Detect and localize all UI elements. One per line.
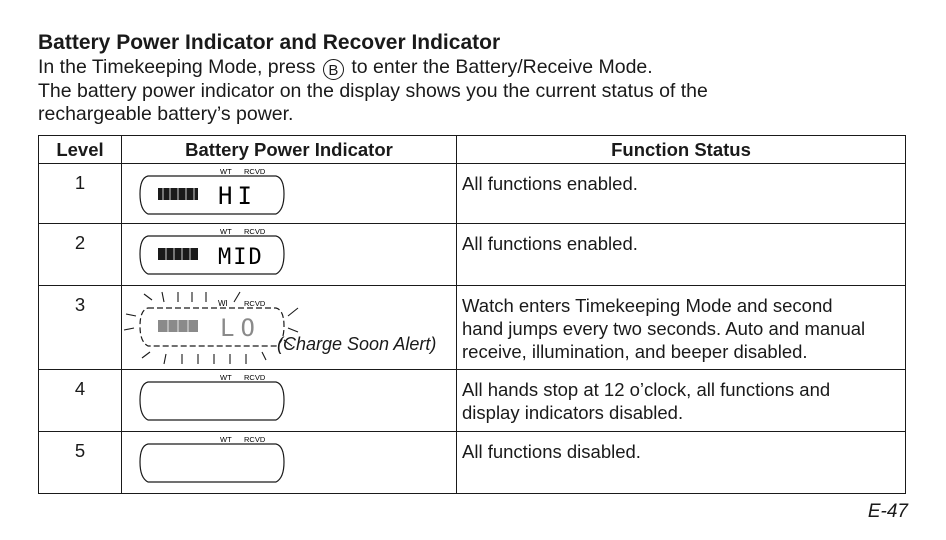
intro-text-before: In the Timekeeping Mode, press [38,56,316,78]
status-line: display indicators disabled. [462,402,684,423]
wt-label: WT [220,227,232,236]
header-indicator: Battery Power Indicator [121,135,457,164]
lcd-display-icon: WT RCVD MID [139,227,285,275]
battery-bar-icon [158,188,198,200]
intro-line-3: rechargeable battery’s power. [38,103,294,125]
lcd-text: HI [218,182,257,210]
lcd-display-blank-icon: WT RCVD [139,435,285,483]
level-cell: 3 [38,285,122,370]
status-cell: All functions enabled. [456,163,906,224]
indicator-cell: WT RCVD MID [121,223,457,286]
level-cell: 2 [38,223,122,286]
status-cell: Watch enters Timekeeping Mode and second… [456,285,906,370]
header-status: Function Status [456,135,906,164]
battery-bar-icon [158,248,198,260]
rcvd-label: RCVD [244,167,266,176]
lcd-display-blank-icon: WT RCVD [139,373,285,421]
status-line: All functions disabled. [462,441,641,462]
status-line: All functions enabled. [462,173,638,194]
lcd-display-icon: WT RCVD HI [139,167,285,215]
level-cell: 1 [38,163,122,224]
flash-rays-icon [123,291,299,365]
page-number: E-47 [867,501,908,522]
indicator-cell: WI RCVD LO (Charge Soon Alert) [121,285,457,370]
level-cell: 5 [38,431,122,494]
intro-line-2: The battery power indicator on the displ… [38,80,708,102]
wt-label: WT [220,435,232,444]
lcd-display-flashing-icon: WI RCVD LO [123,291,299,365]
status-cell: All functions disabled. [456,431,906,494]
rcvd-label: RCVD [244,435,266,444]
charge-soon-alert-label: (Charge Soon Alert) [277,334,437,354]
status-line: All functions enabled. [462,233,638,254]
status-line: Watch enters Timekeeping Mode and second [462,295,833,316]
battery-level-table: Level Battery Power Indicator Function S… [38,135,906,494]
table-row: 2 WT RCVD MID All functions enabled. [38,223,906,286]
indicator-cell: WT RCVD HI [121,163,457,224]
battery-bar-low-icon [158,320,198,332]
document-page: Battery Power Indicator and Recover Indi… [38,30,908,126]
status-line: receive, illumination, and beeper disabl… [462,341,808,362]
table-row: 1 WT RCVD HI All functions enabled. [38,163,906,224]
intro-text-after: to enter the Battery/Receive Mode. [351,56,653,78]
status-cell: All functions enabled. [456,223,906,286]
button-b-icon: B [322,59,344,80]
indicator-cell: WT RCVD [121,431,457,494]
lcd-text: MID [218,245,264,270]
table-row: 4 WT RCVD All hands stop at 12 o’clock, … [38,369,906,432]
wt-label: WI [218,299,228,308]
rcvd-label: RCVD [244,227,266,236]
wt-label: WT [220,373,232,382]
status-line: All hands stop at 12 o’clock, all functi… [462,379,831,400]
status-line: hand jumps every two seconds. Auto and m… [462,318,866,339]
header-level: Level [38,135,122,164]
table-row: 5 WT RCVD All functions disabled. [38,431,906,494]
status-cell: All hands stop at 12 o’clock, all functi… [456,369,906,432]
intro-line-1: In the Timekeeping Mode, press B to ente… [38,56,908,80]
table-header-row: Level Battery Power Indicator Function S… [38,135,906,164]
rcvd-label: RCVD [244,373,266,382]
table-row: 3 [38,285,906,370]
indicator-cell: WT RCVD [121,369,457,432]
lcd-text: LO [220,314,261,342]
rcvd-label: RCVD [244,299,266,308]
section-heading: Battery Power Indicator and Recover Indi… [38,31,501,54]
wt-label: WT [220,167,232,176]
level-cell: 4 [38,369,122,432]
